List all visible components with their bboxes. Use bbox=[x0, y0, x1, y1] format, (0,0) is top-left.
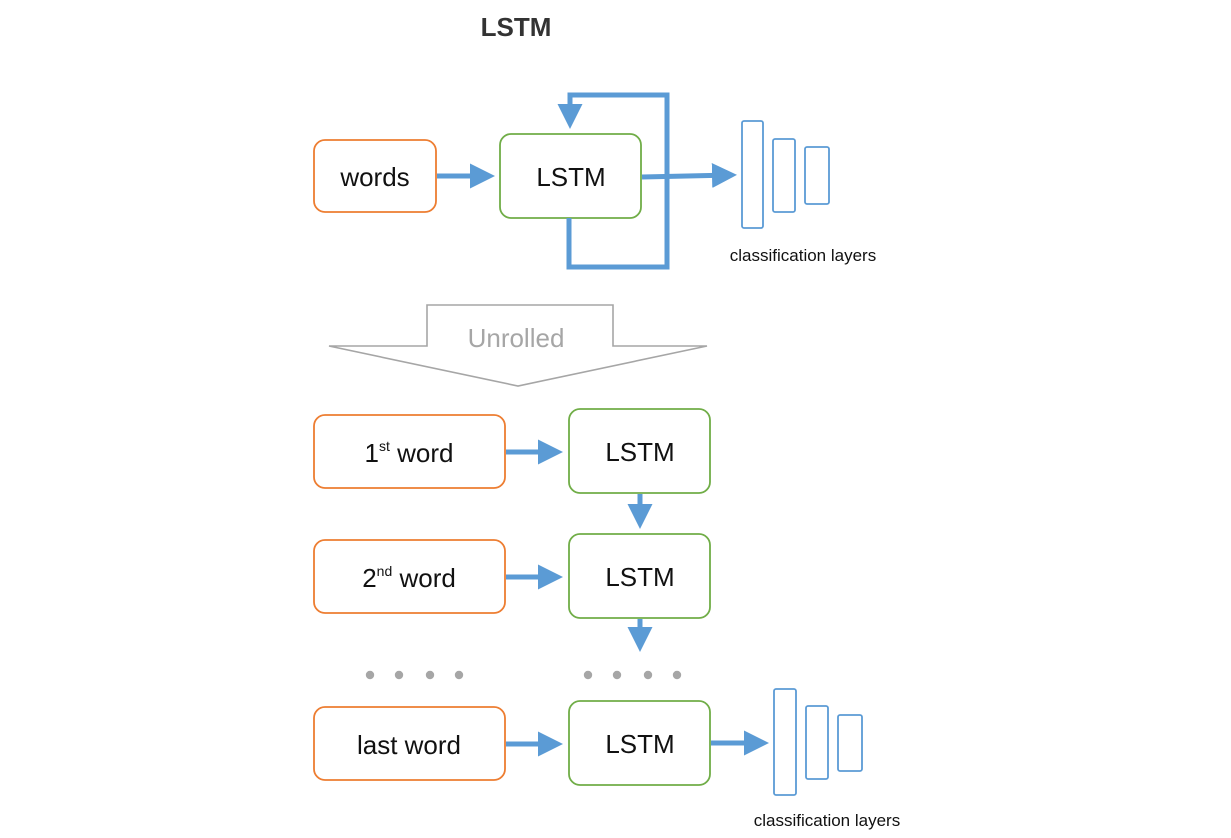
last-lstm-box: LSTM bbox=[568, 700, 711, 786]
bottom-classifier-label: classification layers bbox=[754, 811, 900, 830]
second-word-box: 2nd word bbox=[313, 539, 506, 614]
first-word-label: 1st word bbox=[365, 438, 454, 468]
second-lstm-box: LSTM bbox=[568, 533, 711, 619]
top-words-box: words bbox=[313, 139, 437, 213]
last-lstm-label: LSTM bbox=[605, 729, 674, 759]
top-classifier-label: classification layers bbox=[730, 246, 876, 265]
bottom-classifier-layers bbox=[773, 688, 863, 796]
top-lstm-label: LSTM bbox=[536, 162, 605, 192]
top-words-label: words bbox=[339, 162, 409, 192]
left-ellipsis-dots bbox=[365, 670, 464, 680]
second-lstm-label: LSTM bbox=[605, 562, 674, 592]
top-classifier-layers bbox=[741, 120, 830, 229]
right-ellipsis-dots bbox=[583, 670, 682, 680]
recurrent-loop-arrow bbox=[557, 92, 670, 270]
diagram-title: LSTM bbox=[481, 12, 552, 42]
last-word-label: last word bbox=[357, 730, 461, 760]
top-lstm-box: LSTM bbox=[499, 133, 642, 219]
last-word-box: last word bbox=[313, 706, 506, 781]
first-word-box: 1st word bbox=[313, 414, 506, 489]
second-word-label: 2nd word bbox=[362, 563, 456, 593]
unrolled-arrow: Unrolled bbox=[328, 304, 708, 387]
first-lstm-box: LSTM bbox=[568, 408, 711, 494]
unrolled-label: Unrolled bbox=[468, 323, 565, 353]
top-lstm-to-classifier-arrow bbox=[641, 162, 737, 188]
first-lstm-label: LSTM bbox=[605, 437, 674, 467]
